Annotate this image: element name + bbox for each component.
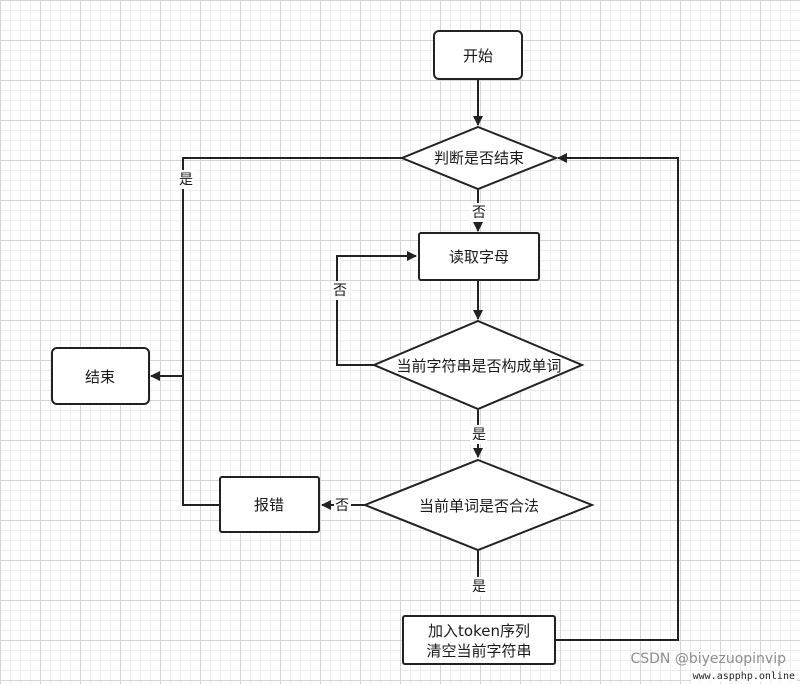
append-label-line2: 清空当前字符串: [426, 642, 531, 660]
read-char-node: [418, 232, 540, 281]
end-node: [51, 347, 150, 405]
edge-label-is-word-yes: 是: [472, 427, 486, 443]
site-watermark: www.aspphp.online: [690, 671, 797, 682]
edge-check-end-yes-to-end: [150, 157, 402, 381]
is-word-decision: [371, 319, 585, 411]
edge-label-is-valid-yes: 是: [472, 579, 486, 595]
edge-error-to-end-line: [182, 376, 220, 506]
check-end-decision: [399, 125, 559, 191]
is-valid-decision: [362, 458, 595, 552]
is-valid-label: 当前单词是否合法: [419, 497, 539, 515]
error-node: [219, 476, 320, 533]
edge-label-check-end-no: 否: [472, 205, 486, 221]
edge-label-check-end-yes: 是: [179, 172, 193, 188]
edge-append-loop-back: [555, 153, 679, 641]
csdn-watermark: CSDN @biyezuopinvip: [630, 651, 786, 667]
append-node: [402, 615, 556, 665]
edge-label-is-word-no: 否: [333, 283, 347, 299]
read-char-label: 读取字母: [449, 248, 509, 266]
edge-is-word-no-loop: [336, 251, 417, 366]
append-label-line1: 加入token序列: [428, 622, 530, 640]
check-end-label: 判断是否结束: [434, 149, 524, 167]
end-label: 结束: [85, 368, 115, 386]
edge-label-is-valid-no: 否: [335, 498, 349, 514]
is-word-label: 当前字符串是否构成单词: [396, 357, 561, 375]
start-node: [433, 30, 523, 80]
start-label: 开始: [463, 47, 493, 65]
error-label: 报错: [254, 496, 284, 514]
